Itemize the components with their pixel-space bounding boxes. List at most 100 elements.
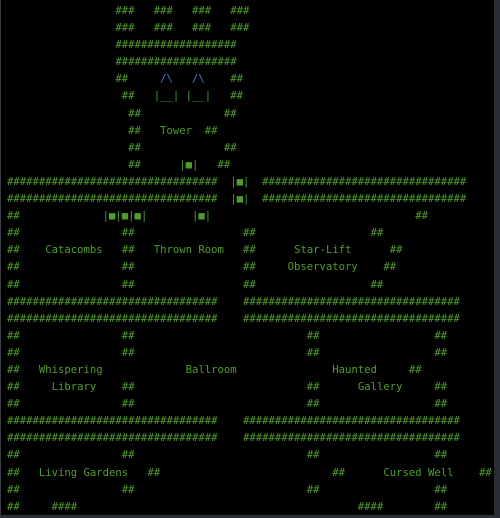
wall-segment: ################################ — [249, 193, 467, 206]
room-label: Haunted — [332, 363, 377, 376]
map-line: ## |■| ## — [7, 157, 492, 174]
door-icon: |■| — [230, 193, 250, 206]
map-line: ################### — [7, 37, 492, 54]
wall-segment: ## ## — [128, 466, 384, 479]
wall-segment: ## ## ## ## — [7, 346, 448, 359]
map-line: ## Tower ## — [7, 123, 492, 140]
wall-segment: ## ## ## ## — [7, 449, 448, 462]
wall-segment: ### ### ### ### — [7, 5, 250, 17]
wall-segment: ## — [376, 363, 422, 376]
map-line: ################################# ######… — [7, 311, 492, 328]
wall-segment — [103, 364, 186, 376]
map-line: ################################# ######… — [7, 294, 492, 311]
room-label: Ballroom — [185, 363, 237, 376]
room-label: Gallery — [357, 381, 403, 394]
wall-segment — [147, 210, 192, 222]
map-line: ## ## — [7, 106, 492, 123]
wall-segment — [173, 73, 192, 85]
wall-segment: ### ### ### ### — [7, 22, 250, 35]
wall-segment: ## ## ## ## — [7, 278, 384, 291]
wall-segment: ################################# ######… — [7, 432, 460, 445]
wall-segment: ################################# — [7, 193, 231, 206]
ascii-castle-map: ### ### ### ### ### ### ### ### ########… — [7, 3, 492, 515]
window-icon: /\ — [160, 73, 173, 86]
wall-segment: ## — [7, 73, 161, 86]
map-line: ## ## ## ## — [7, 225, 492, 242]
wall-segment: ################### — [7, 56, 237, 69]
wall-segment: ## — [7, 363, 39, 376]
window-icon: /\ — [191, 73, 205, 86]
room-label: Whispering — [38, 363, 103, 376]
wall-segment: ## ## ## ## — [7, 483, 448, 496]
room-label: Observatory — [287, 261, 358, 274]
map-line: ################### — [7, 54, 492, 71]
wall-segment: ## — [402, 381, 448, 394]
door-icon: |■| — [179, 158, 199, 171]
wall-segment: ## ## ## — [7, 261, 288, 274]
scrollbar[interactable] — [494, 0, 500, 518]
map-line: ## ## ## ## — [7, 328, 492, 345]
wall-segment: ## ## ## ## — [7, 329, 448, 342]
map-line: ## ## ## ## — [7, 482, 492, 499]
wall-segment: ## ## ## ## — [7, 398, 448, 411]
map-line: ## /\ /\ ## — [7, 71, 492, 88]
wall-segment: ## — [191, 124, 218, 137]
door-icon: |■| — [230, 175, 250, 188]
map-line: ################################# ######… — [7, 413, 492, 430]
room-label: Living Gardens — [38, 466, 129, 479]
map-line: ## ## — [7, 140, 492, 157]
room-label: Thrown Room — [153, 244, 224, 257]
wall-segment: ################################# ######… — [7, 415, 460, 428]
map-line: ## ## ## ## — [7, 396, 492, 413]
wall-segment: ## — [211, 90, 244, 103]
wall-segment: ## — [7, 244, 46, 257]
wall-segment: ## ## — [7, 107, 237, 120]
room-label: Catacombs — [45, 244, 103, 257]
wall-segment — [237, 364, 333, 376]
map-line: ################################# |■| ##… — [7, 191, 492, 208]
room-label: Cursed Well — [383, 466, 454, 479]
map-line: ## ## ## Observatory ## — [7, 259, 492, 276]
door-icon: |■|■|■| — [102, 210, 148, 223]
wall-segment: ################################# — [7, 175, 231, 188]
wall-segment: ## — [7, 210, 103, 223]
map-line: ################################# |■| ##… — [7, 174, 492, 191]
map-line: ## |__| |__| ## — [7, 88, 492, 105]
door-icon: |■| — [191, 210, 212, 223]
map-line: ## Whispering Ballroom Haunted ## — [7, 362, 492, 379]
wall-segment: ## — [204, 73, 244, 86]
map-line: ## Living Gardens ## ## Cursed Well ## — [7, 465, 492, 482]
wall-segment: ## — [102, 244, 154, 257]
wall-segment: ## — [7, 158, 180, 171]
map-line: ## |■|■|■| |■| ## — [7, 208, 492, 225]
map-line: ## ## ## ## — [7, 345, 492, 362]
map-line: ### ### ### ### — [7, 3, 492, 20]
map-line: ### ### ### ### — [7, 20, 492, 37]
map-line: ## Catacombs ## Thrown Room ## Star-Lift… — [7, 242, 492, 259]
wall-segment: ## — [7, 90, 154, 103]
room-label: |__| — [185, 90, 212, 103]
wall-segment: ## — [357, 261, 397, 274]
wall-segment: ## — [7, 466, 39, 479]
wall-segment: ## ## — [7, 141, 237, 154]
room-label: |__| — [153, 90, 180, 103]
map-line: ## ## ## ## — [7, 447, 492, 464]
wall-segment: ## ## — [96, 381, 358, 394]
room-label: Star-Lift — [294, 244, 352, 257]
wall-segment: ## — [223, 244, 295, 257]
wall-segment: ## — [7, 381, 52, 394]
room-label: Library — [51, 381, 97, 394]
wall-segment: ## ## ## ## — [7, 227, 384, 240]
wall-segment: ################################# ######… — [7, 312, 460, 325]
room-label: Tower — [160, 124, 192, 137]
wall-segment: ################### — [7, 39, 237, 52]
wall-segment: ## — [351, 244, 403, 257]
wall-segment: ## — [453, 466, 492, 479]
wall-segment: ## — [211, 210, 428, 223]
wall-segment: ################################# ######… — [7, 295, 460, 308]
wall-segment: ################################ — [249, 175, 467, 188]
wall-segment: ## #### #### ## — [7, 500, 448, 513]
map-line: ## Library ## ## Gallery ## — [7, 379, 492, 396]
map-line: ## ## ## ## — [7, 277, 492, 294]
